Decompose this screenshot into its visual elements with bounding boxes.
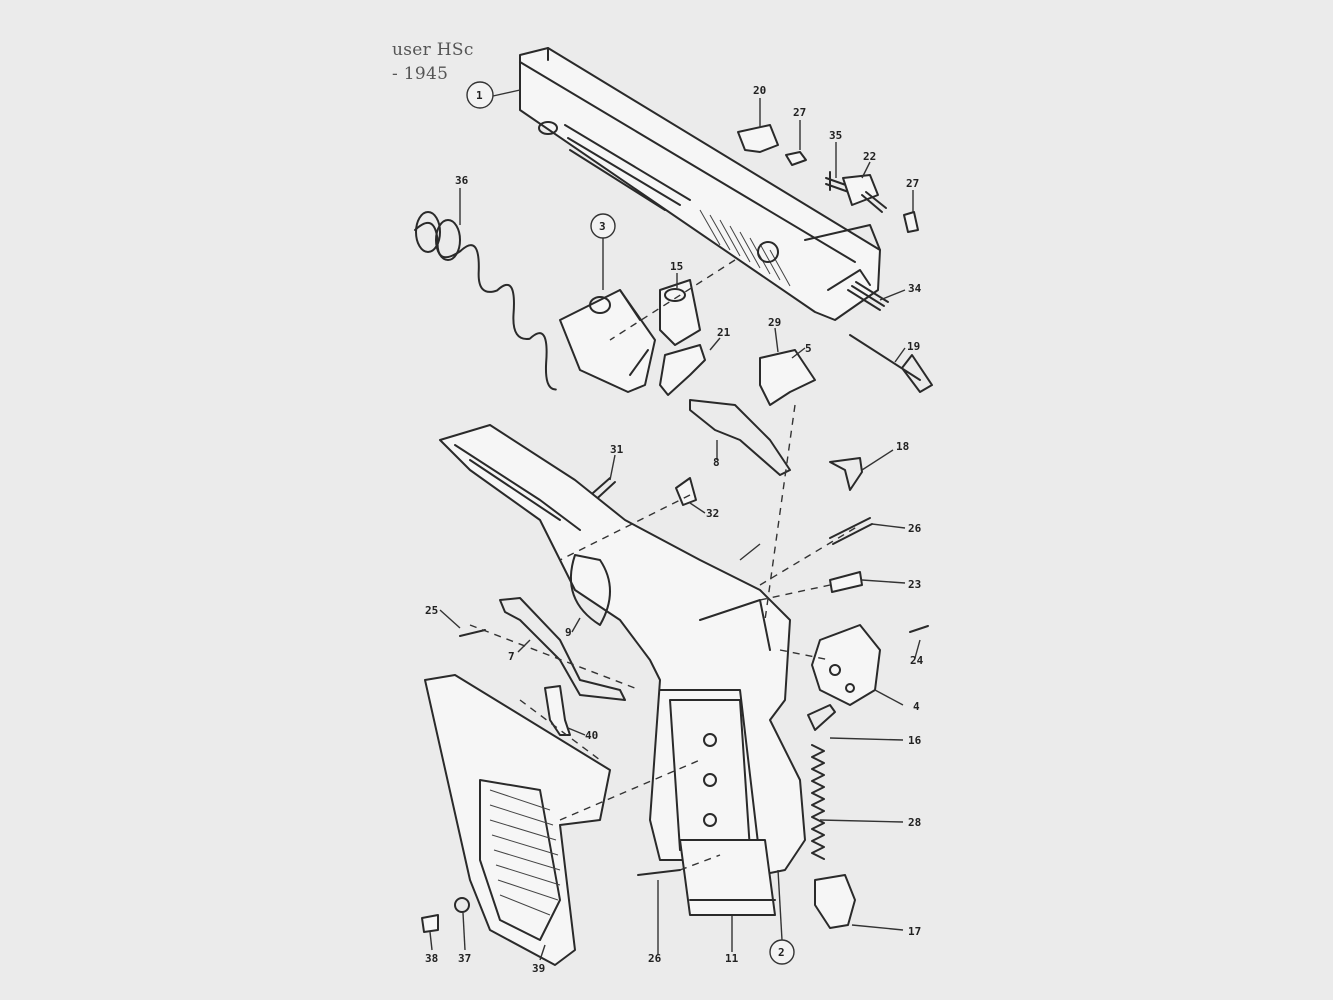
catch-part [814, 874, 856, 929]
part-label-1: 1 [476, 89, 483, 102]
part-label-22: 22 [863, 150, 876, 163]
part-label-21: 21 [717, 326, 731, 339]
part-label-19: 19 [907, 340, 920, 353]
part-label-8: 8 [713, 456, 720, 469]
part-label-17: 17 [908, 925, 921, 938]
part-15 [659, 279, 701, 346]
slide-part [519, 47, 881, 321]
trigger-bar-part [499, 597, 626, 701]
barrel-part [559, 289, 656, 393]
part-label-28: 28 [908, 816, 921, 829]
label-circle-2 [769, 939, 795, 965]
part-label-34: 34 [908, 282, 922, 295]
part-label-37: 37 [458, 952, 471, 965]
part-label-7: 7 [508, 650, 515, 663]
part-label-23: 23 [908, 578, 921, 591]
part-label-26-bottom: 26 [648, 952, 662, 965]
title-line-2: - 1945 [392, 64, 449, 84]
part-label-15: 15 [670, 260, 683, 273]
part-label-40: 40 [585, 729, 598, 742]
part-label-18: 18 [896, 440, 909, 453]
part-label-5: 5 [805, 342, 812, 355]
title-line-1: user HSc [392, 40, 474, 60]
frame-part [439, 424, 806, 876]
label-circle-3 [590, 213, 616, 239]
small-parts-top [737, 124, 933, 393]
part-label-36: 36 [455, 174, 469, 187]
grip-panel-part [424, 674, 611, 966]
part-label-24: 24 [910, 654, 924, 667]
part-label-29: 29 [768, 316, 781, 329]
part-label-39: 39 [532, 962, 545, 975]
part-label-2: 2 [778, 946, 785, 959]
part-label-11: 11 [725, 952, 739, 965]
pins [421, 517, 929, 933]
leader-lines [429, 89, 921, 961]
part-label-38: 38 [425, 952, 438, 965]
hammer-part [811, 624, 881, 706]
middle-parts [584, 344, 863, 506]
part-label-32: 32 [706, 507, 719, 520]
part-label-3: 3 [599, 220, 606, 233]
recoil-spring-part [414, 211, 557, 391]
part-label-4: 4 [913, 700, 920, 713]
mainspring-part [807, 704, 836, 860]
part-label-35: 35 [829, 129, 842, 142]
part-label-16: 16 [908, 734, 922, 747]
part-number-labels: 1 3 2 4 5 7 8 9 11 15 16 17 18 19 20 21 … [425, 81, 924, 975]
assembly-lines [469, 259, 861, 871]
part-label-31: 31 [610, 443, 624, 456]
part-label-27-left: 27 [793, 106, 806, 119]
part-label-26-right: 26 [908, 522, 922, 535]
part-label-9: 9 [565, 626, 572, 639]
part-label-20: 20 [753, 84, 766, 97]
part-label-25: 25 [425, 604, 438, 617]
label-circle-1 [466, 81, 494, 109]
magazine-part [679, 839, 776, 916]
trigger-part [544, 685, 571, 736]
part-label-27-right: 27 [906, 177, 919, 190]
